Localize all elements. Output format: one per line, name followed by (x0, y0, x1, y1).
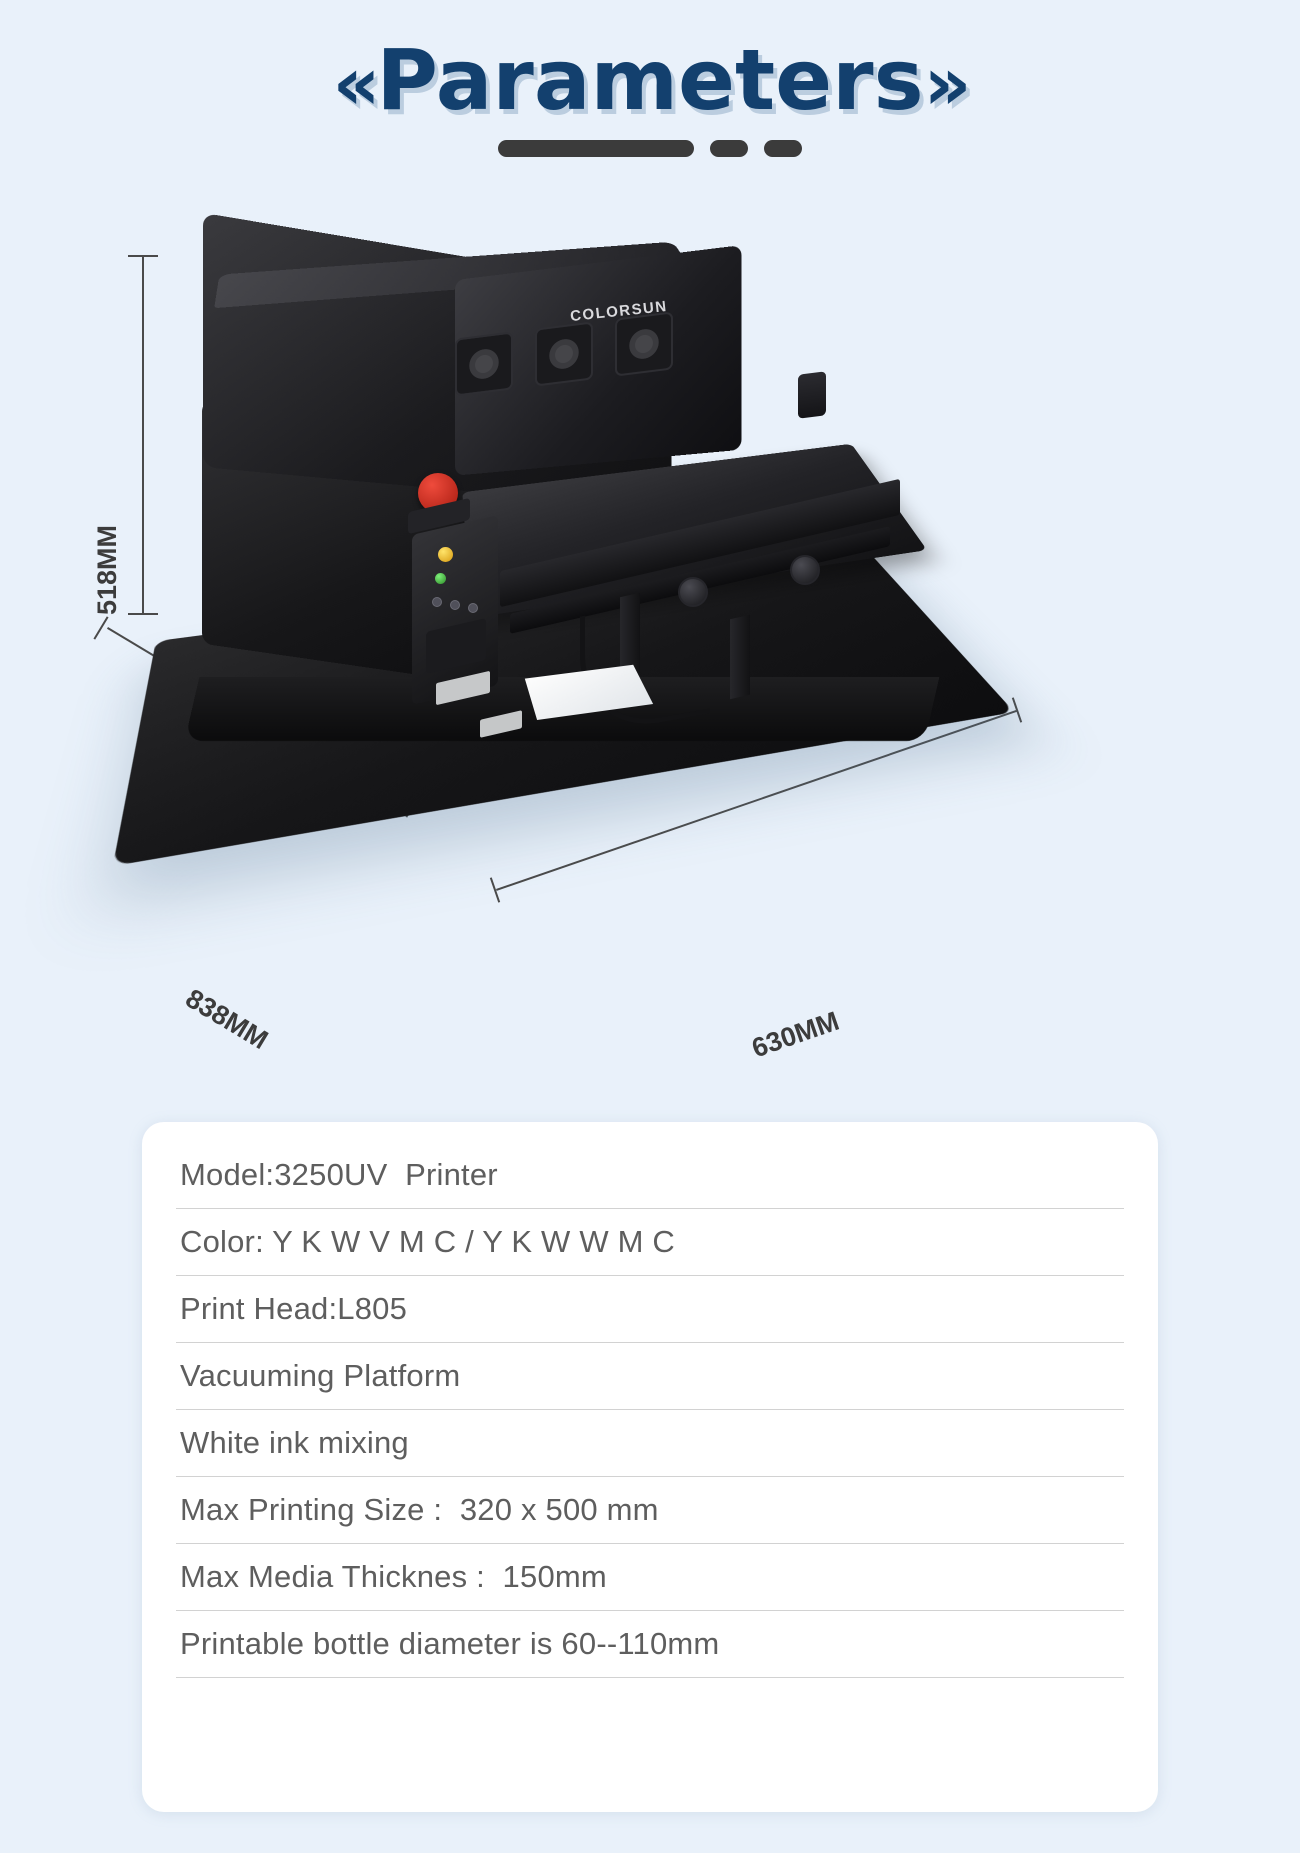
right-chevron-icon: » (923, 41, 972, 127)
spec-text: Max Media Thicknes : 150mm (180, 1559, 607, 1594)
page-header: «Parameters» (0, 36, 1300, 158)
width-dimension-label: 630MM (748, 1005, 843, 1064)
spec-text: White ink mixing (180, 1425, 409, 1460)
spec-text: Model:3250UV Printer (180, 1157, 498, 1192)
control-button-1 (432, 597, 442, 607)
spec-text: Printable bottle diameter is 60--110mm (180, 1626, 720, 1661)
spec-row-platform: Vacuuming Platform (176, 1343, 1124, 1410)
uv-printer-illustration: COLORSUN (112, 212, 1015, 885)
spec-row-white-ink: White ink mixing (176, 1410, 1124, 1477)
height-dimension-tick-bottom (128, 613, 158, 615)
power-indicator-led (438, 547, 453, 562)
specifications-list: Model:3250UV Printer Color: Y K W V M C … (142, 1142, 1158, 1678)
adjustment-knob-2 (790, 555, 820, 585)
spec-text: Max Printing Size : 320 x 500 mm (180, 1492, 659, 1527)
control-button-3 (468, 603, 478, 613)
spec-text: Print Head:L805 (180, 1291, 408, 1326)
decor-dash-short-2 (764, 140, 802, 158)
page-title-text: Parameters (376, 31, 924, 129)
spec-row-max-printing-size: Max Printing Size : 320 x 500 mm (176, 1477, 1124, 1544)
height-dimension-label: 518MM (92, 524, 122, 615)
left-chevron-icon: « (332, 41, 381, 127)
decor-dash-short-1 (710, 140, 748, 158)
spec-row-color: Color: Y K W V M C / Y K W W M C (176, 1209, 1124, 1276)
height-dimension-line (142, 255, 144, 615)
product-photo-area: 518MM 838MM 630MM COLORSUN (0, 212, 1300, 1115)
control-button-2 (450, 600, 460, 610)
adjustment-knob-1 (678, 577, 708, 607)
specifications-card: Model:3250UV Printer Color: Y K W V M C … (142, 1122, 1158, 1812)
spec-text: Vacuuming Platform (180, 1358, 461, 1393)
platform-support-leg-2 (730, 614, 750, 700)
status-indicator-led (435, 573, 446, 584)
spec-row-bottle-diameter: Printable bottle diameter is 60--110mm (176, 1611, 1124, 1678)
ink-bottle (798, 371, 826, 419)
page-title: «Parameters» (0, 36, 1300, 124)
decor-dash-long (498, 140, 694, 158)
title-underline-decoration (0, 140, 1300, 158)
cooling-fan-1 (455, 331, 513, 397)
spec-row-max-media-thickness: Max Media Thicknes : 150mm (176, 1544, 1124, 1611)
depth-dimension-label: 838MM (180, 983, 274, 1056)
spec-row-model: Model:3250UV Printer (176, 1142, 1124, 1209)
cooling-fan-3 (615, 311, 673, 377)
cooling-fan-2 (535, 321, 593, 387)
spec-text: Color: Y K W V M C / Y K W W M C (180, 1224, 676, 1259)
spec-row-print-head: Print Head:L805 (176, 1276, 1124, 1343)
height-dimension-tick-top (128, 255, 158, 257)
